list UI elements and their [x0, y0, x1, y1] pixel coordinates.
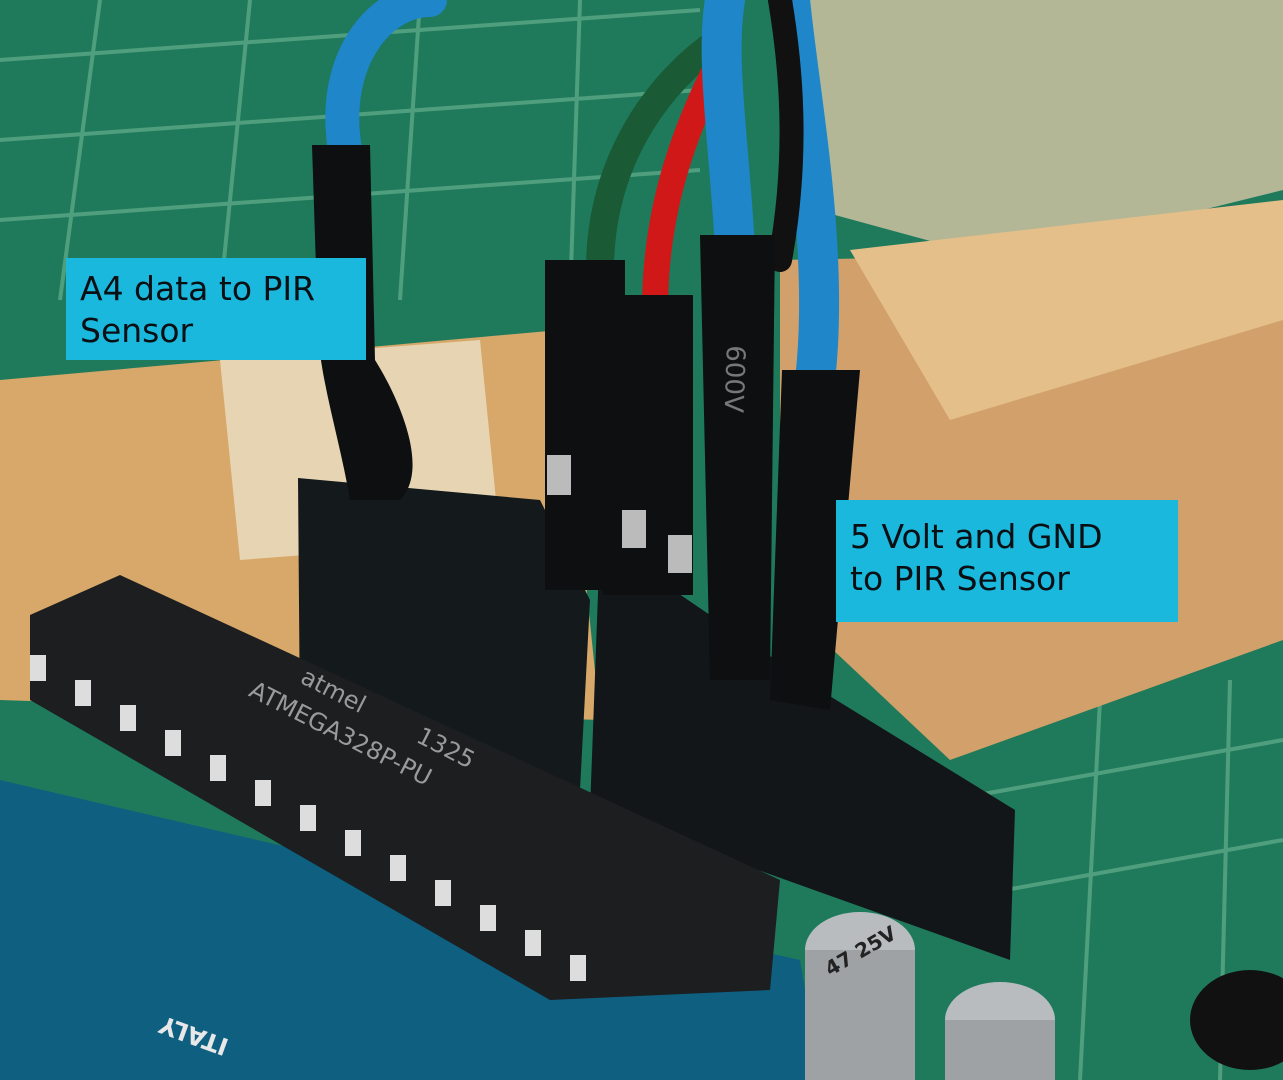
annotation-line: Sensor [80, 311, 194, 350]
annotation-a4-data: A4 data to PIR Sensor [66, 258, 366, 360]
wood-block-top [850, 200, 1283, 420]
annotation-line: 5 Volt and GND [850, 517, 1103, 556]
annotation-line: to PIR Sensor [850, 559, 1070, 598]
wire-print: 600V [718, 345, 750, 414]
connectors [312, 145, 860, 710]
background-blur [780, 0, 1283, 260]
annotation-line: A4 data to PIR [80, 269, 316, 308]
arduino-board [0, 780, 820, 1080]
annotation-5v-gnd: 5 Volt and GND to PIR Sensor [836, 500, 1178, 622]
wires [325, 0, 840, 400]
capacitors [805, 912, 1283, 1080]
atmega-chip [30, 575, 780, 1000]
header-socket-right [590, 540, 1015, 960]
chip-pins [30, 655, 586, 981]
